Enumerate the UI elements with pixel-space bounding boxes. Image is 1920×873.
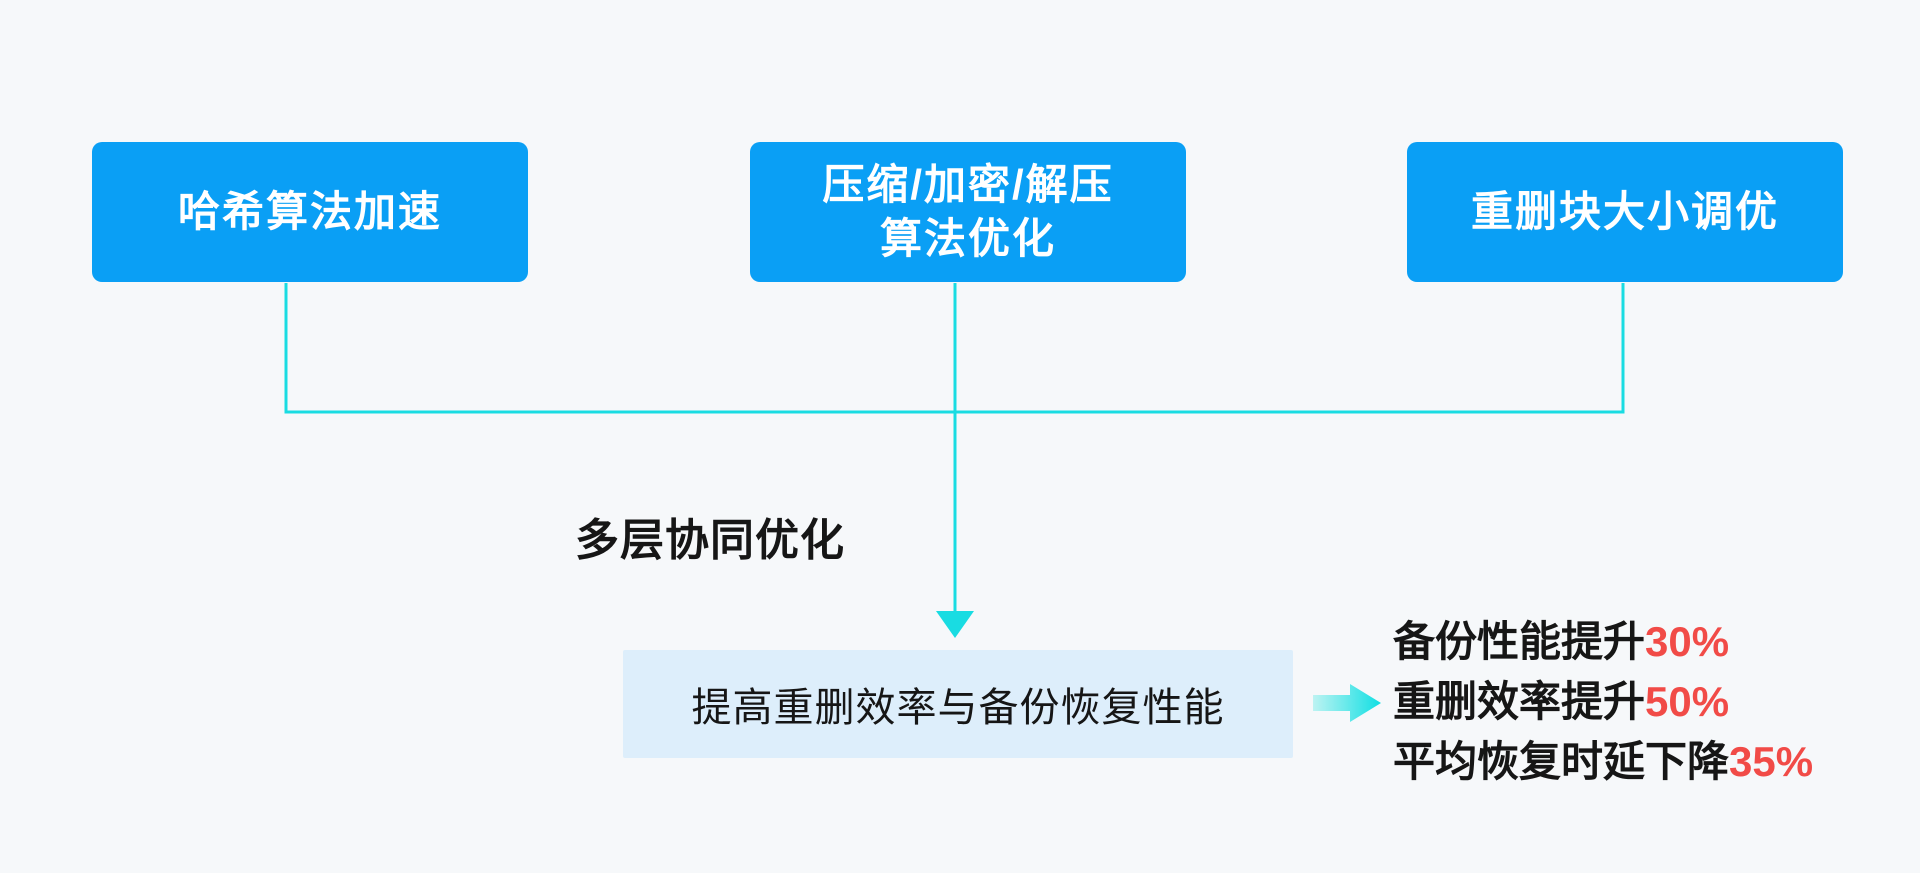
outcome-value: 50% — [1645, 678, 1730, 725]
node-label: 哈希算法加速 — [177, 188, 442, 235]
node-dedup-block-size-tuning: 重删块大小调优 — [1407, 142, 1843, 282]
outcome-value: 35% — [1729, 738, 1814, 785]
outcome-item: 平均恢复时延下降35% — [1393, 732, 1813, 792]
node-hash-algorithm-acceleration: 哈希算法加速 — [92, 142, 528, 282]
outcome-list: 备份性能提升30% 重删效率提升50% 平均恢复时延下降35% — [1393, 612, 1813, 792]
result-node: 提高重删效率与备份恢复性能 — [623, 650, 1293, 758]
node-label-line2: 算法优化 — [879, 215, 1056, 262]
process-label: 多层协同优化 — [575, 516, 845, 565]
outcome-value: 30% — [1645, 618, 1730, 665]
node-label: 重删块大小调优 — [1470, 188, 1779, 235]
outcome-item: 备份性能提升30% — [1393, 612, 1813, 672]
down-arrow-icon — [936, 611, 974, 638]
branch-connector-line — [284, 283, 1625, 414]
node-label-line1: 压缩/加密/解压 — [822, 161, 1114, 208]
outcome-text: 重删效率提升 — [1393, 678, 1646, 725]
node-compress-encrypt-decompress-optimization: 压缩/加密/解压 算法优化 — [750, 142, 1186, 282]
outcome-text: 备份性能提升 — [1393, 618, 1646, 665]
outcome-text: 平均恢复时延下降 — [1393, 738, 1730, 785]
right-arrow-icon — [1313, 684, 1381, 722]
outcome-item: 重删效率提升50% — [1393, 672, 1813, 732]
result-node-label: 提高重删效率与备份恢复性能 — [691, 686, 1225, 730]
